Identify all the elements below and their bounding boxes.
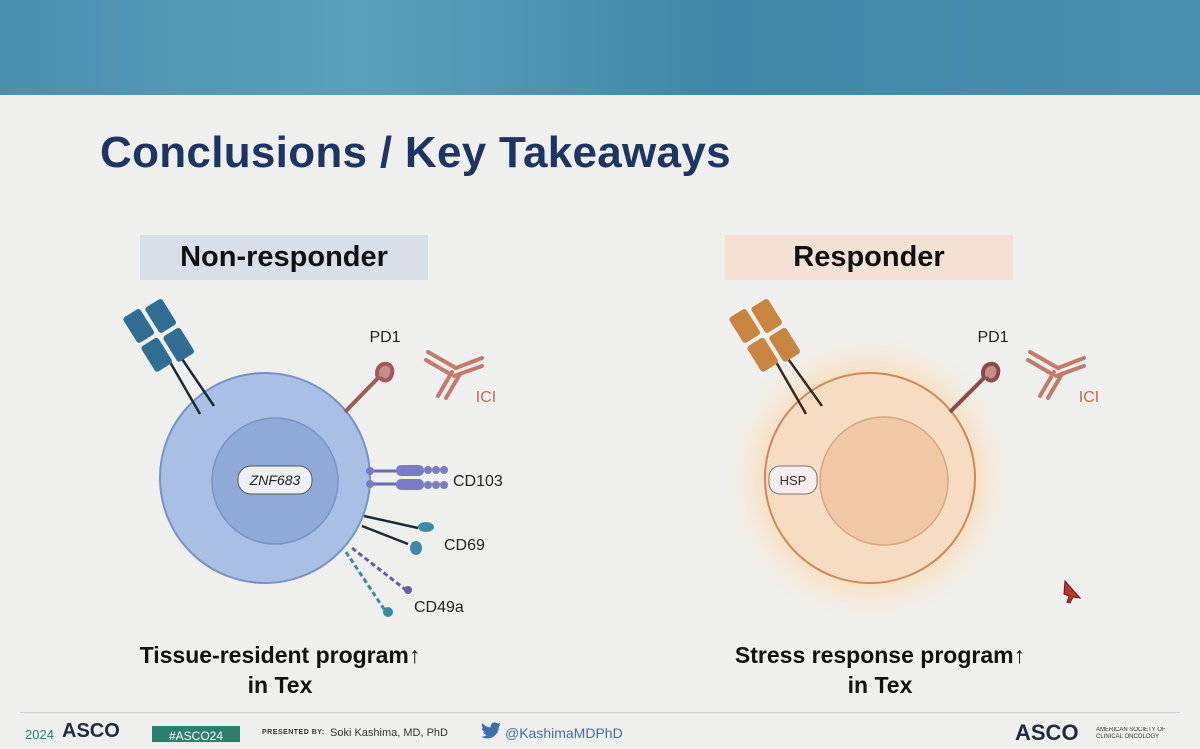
slide-title: Conclusions / Key Takeaways <box>100 128 731 177</box>
cd49a-label: CD49a <box>414 599 464 616</box>
ici-label: ICI <box>476 389 496 406</box>
responder-label: Responder <box>725 235 1013 280</box>
znf683-box: ZNF683 <box>237 465 313 495</box>
cd69-label: CD69 <box>444 537 485 554</box>
responder-cell <box>764 372 976 584</box>
footer-presented-by: PRESENTED BY: <box>262 729 325 736</box>
footer-handle: @KashimaMDPhD <box>505 725 623 741</box>
footer-asco-logo-right: ASCO <box>1015 720 1079 740</box>
cd103-label: CD103 <box>453 473 503 490</box>
cd103-receptor <box>366 465 448 490</box>
caption-line-2: in Tex <box>247 672 313 698</box>
antibody-icon <box>1026 350 1086 400</box>
hsp-label: HSP <box>780 473 807 488</box>
footer-hashtag: #ASCO24 <box>152 726 240 742</box>
cursor-icon <box>1063 579 1082 604</box>
caption-line-1: Stress response program↑ <box>734 642 1026 668</box>
footer-divider <box>20 712 1180 713</box>
antibody-icon <box>424 350 484 400</box>
ici-label: ICI <box>1079 389 1099 406</box>
pd1-label: PD1 <box>369 329 400 346</box>
footer-presenter: Soki Kashima, MD, PhD <box>330 727 448 739</box>
non-responder-caption: Tissue-resident program↑ in Tex <box>90 640 470 700</box>
header-band <box>0 0 1200 95</box>
znf683-label: ZNF683 <box>249 472 301 488</box>
pd1-label: PD1 <box>977 329 1008 346</box>
twitter-icon <box>481 722 501 739</box>
tcr-icon <box>123 299 216 415</box>
caption-line-2: in Tex <box>847 672 913 698</box>
tcr-icon <box>729 299 824 415</box>
pd1-receptor <box>343 362 395 414</box>
caption-line-1: Tissue-resident program↑ <box>139 642 421 668</box>
pd1-receptor <box>948 362 1001 414</box>
hsp-box: HSP <box>768 465 818 495</box>
footer-society-name: AMERICAN SOCIETY OF CLINICAL ONCOLOGY <box>1096 727 1166 740</box>
footer-asco-logo: ASCO <box>62 720 120 740</box>
cd69-receptor <box>361 514 434 555</box>
cd49a-receptor <box>344 546 412 617</box>
footer-year: 2024 <box>25 727 54 742</box>
responder-caption: Stress response program↑ in Tex <box>690 640 1070 700</box>
non-responder-label: Non-responder <box>140 235 428 280</box>
